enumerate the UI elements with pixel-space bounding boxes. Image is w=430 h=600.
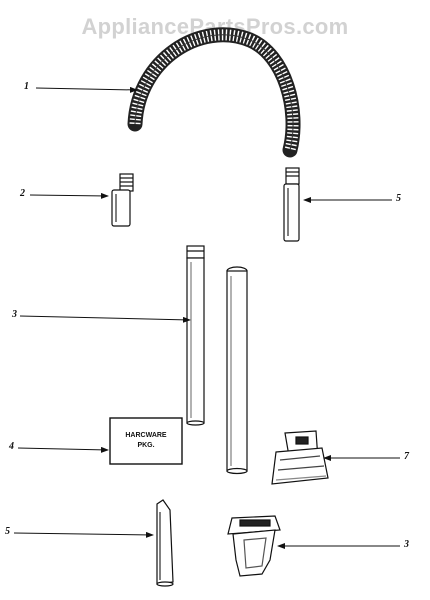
leader-lines (13, 86, 400, 549)
hardware-package-label: HARCWARE PKG. (119, 431, 173, 451)
callout-hardware: 4 (9, 441, 14, 452)
callout-floor-tool: 3 (404, 539, 409, 550)
crevice-tool (156, 499, 174, 587)
callout-hose: 1 (24, 81, 29, 92)
callout-wands: 3 (12, 309, 17, 320)
short-tube (111, 173, 134, 227)
hardware-package-line2: PKG. (137, 442, 155, 449)
floor-tool (227, 515, 281, 577)
hardware-package (109, 417, 183, 465)
hardware-package-line1: HARCWARE (125, 432, 167, 439)
callout-dusting-brush: 7 (404, 451, 409, 462)
hose (127, 27, 301, 158)
callout-crevice-tool: 5 (5, 526, 10, 537)
extension-wands (186, 245, 248, 475)
callout-hose-end: 5 (396, 193, 401, 204)
callout-short-tube: 2 (20, 188, 25, 199)
hose-end-tube (283, 167, 300, 242)
dusting-brush (271, 430, 329, 485)
